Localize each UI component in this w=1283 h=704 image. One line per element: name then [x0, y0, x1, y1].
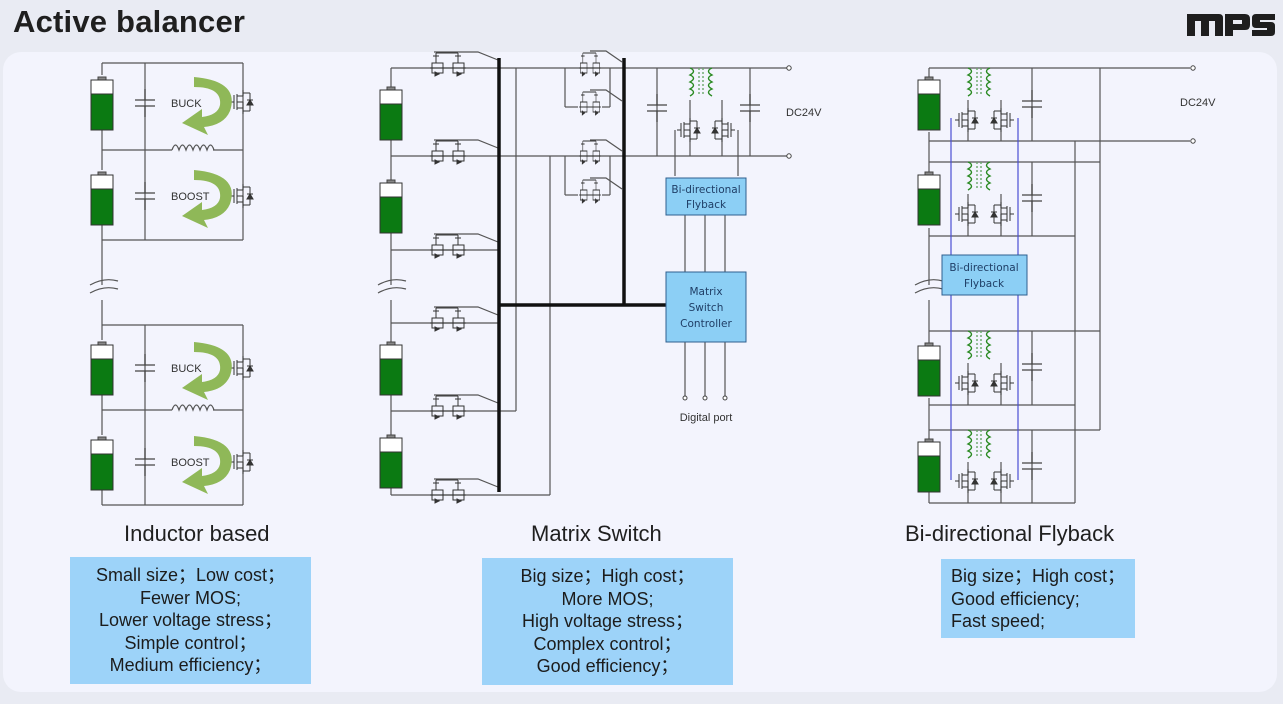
battery-icon [917, 76, 941, 131]
mosfet-icon [229, 449, 254, 475]
terminal-icon [1190, 65, 1196, 71]
switch-pair-icon [429, 140, 467, 165]
mosfet-icon [229, 89, 254, 115]
digital-port-pin-icon [682, 395, 688, 401]
transformer-icon [689, 67, 713, 97]
flyback-block: Bi-directional Flyback [665, 177, 747, 216]
mosfet-icon [954, 468, 979, 494]
mosfet-icon [229, 183, 254, 209]
mosfet-icon [954, 201, 979, 227]
feature-line: Lower voltage stress； [98, 610, 283, 630]
control-lines [950, 118, 1019, 480]
digital-port-pin-icon [722, 395, 728, 401]
transformer-icon [967, 330, 991, 360]
switch-icon [578, 91, 602, 116]
inductor-based-diagram [89, 62, 244, 506]
battery-icon [90, 436, 114, 491]
switch-icon [578, 179, 602, 204]
switch-pair-icon [429, 234, 467, 259]
svg-text:Bi-directional: Bi-directional [949, 262, 1018, 274]
page-title: Active balancer [13, 4, 246, 39]
mosfet-icon [676, 117, 701, 143]
feature-line: Big size；High cost； [951, 566, 1126, 586]
switch-icon [578, 52, 602, 77]
feature-line: Small size；Low cost； [95, 565, 286, 585]
matrix-switch-diagram [377, 50, 787, 496]
feature-line: Simple control； [124, 632, 257, 653]
flyback-features-box: Big size；High cost； Good efficiency; Fas… [941, 559, 1135, 638]
switch-pair-icon [429, 479, 467, 504]
inductor-features-box: Small size；Low cost； Fewer MOS; Lower vo… [70, 557, 311, 684]
battery-icon [90, 341, 114, 396]
svg-text:Switch: Switch [689, 302, 724, 314]
boost-label: BOOST [171, 191, 210, 203]
caption-bi-directional-flyback: Bi-directional Flyback [905, 521, 1115, 546]
feature-line: High voltage stress； [521, 611, 694, 631]
svg-text:Bi-directional: Bi-directional [671, 184, 740, 196]
matrix-bus [497, 58, 667, 492]
terminal-icon [786, 65, 792, 71]
boost-label: BOOST [171, 457, 210, 469]
feature-line: Medium efficiency； [109, 655, 272, 675]
transformer-icon [967, 67, 991, 97]
mosfet-icon [229, 355, 254, 381]
feature-line: Complex control； [533, 633, 682, 654]
battery-icon [917, 171, 941, 226]
mosfet-icon [954, 107, 979, 133]
matrix-controller-block: Matrix Switch Controller [665, 271, 747, 343]
svg-text:Controller: Controller [680, 318, 732, 330]
dc24v-label: DC24V [1180, 97, 1216, 109]
battery-icon [917, 438, 941, 493]
dc24v-label: DC24V [786, 107, 822, 119]
caption-inductor-based: Inductor based [124, 521, 270, 546]
flyback-diagram [914, 67, 1190, 504]
matrix-features-box: Big size；High cost； More MOS; High volta… [482, 558, 733, 685]
digital-port-pin-icon [702, 395, 708, 401]
mosfet-icon [954, 370, 979, 396]
mosfet-icon [711, 117, 736, 143]
terminal-icon [786, 153, 792, 159]
buck-label: BUCK [171, 98, 202, 110]
battery-icon [917, 342, 941, 397]
battery-icon [379, 86, 403, 141]
feature-line: Fewer MOS; [139, 587, 241, 608]
svg-text:Flyback: Flyback [686, 199, 727, 211]
caption-matrix-switch: Matrix Switch [531, 521, 662, 546]
terminal-icon [1190, 138, 1196, 144]
svg-text:Flyback: Flyback [964, 278, 1005, 290]
feature-line: Good efficiency; [951, 588, 1080, 609]
flyback-block: Bi-directional Flyback [941, 254, 1028, 296]
battery-icon [379, 179, 403, 234]
battery-icon [90, 76, 114, 131]
mosfet-icon [990, 201, 1015, 227]
mosfet-icon [990, 107, 1015, 133]
mosfet-icon [990, 468, 1015, 494]
buck-label: BUCK [171, 363, 202, 375]
battery-icon [379, 341, 403, 396]
switch-pair-icon [429, 395, 467, 420]
transformer-icon [967, 429, 991, 459]
mosfet-icon [990, 370, 1015, 396]
feature-line: Good efficiency； [536, 656, 679, 676]
switch-pair-icon [429, 307, 467, 332]
feature-line: Fast speed; [951, 611, 1046, 631]
switch-icon [578, 140, 602, 165]
digital-port-label: Digital port [680, 412, 733, 424]
feature-line: More MOS; [561, 588, 654, 609]
transformer-icon [967, 161, 991, 191]
battery-icon [90, 171, 114, 226]
mps-logo-icon [1187, 14, 1275, 36]
battery-icon [379, 434, 403, 489]
svg-text:Matrix: Matrix [689, 286, 722, 298]
switch-pair-icon [429, 52, 467, 77]
feature-line: Big size；High cost； [520, 566, 695, 586]
